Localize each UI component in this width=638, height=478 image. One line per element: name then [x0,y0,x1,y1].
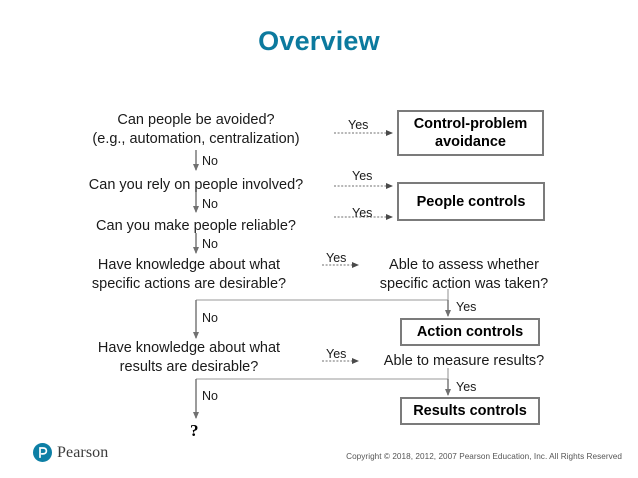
box-people-controls[interactable]: People controls [397,182,545,221]
edge-label-yes-rely-on-people: Yes [352,169,373,183]
pearson-logo: Pearson [33,443,108,462]
edge-label-no-rely-on-people: No [202,197,218,211]
edge-label-yes-know-results: Yes [326,347,347,361]
terminal-question-mark: ? [190,421,199,440]
edge-label-yes-make-reliable: Yes [352,206,373,220]
edge-label-no-make-reliable: No [202,237,218,251]
question-knowledge-about-specific-actions: Have knowledge about what specific actio… [91,257,287,292]
question-can-you-rely-on-people: Can you rely on people involved? [88,177,304,193]
edge-label-no-know-results: No [202,389,218,403]
page-title: Overview [258,26,380,56]
question-can-people-be-avoided: Can people be avoided? (e.g., automation… [92,112,300,147]
question-able-to-assess-action: Able to assess whether specific action w… [379,257,549,292]
pearson-p-icon [33,443,52,462]
box-action-controls[interactable]: Action controls [400,318,540,346]
edge-label-no-know-actions: No [202,311,218,325]
box-results-controls[interactable]: Results controls [400,397,540,425]
edge-label-yes-measure-results: Yes [456,380,477,394]
box-control-problem-avoidance[interactable]: Control-problem avoidance [397,110,544,156]
question-able-to-measure-results: Able to measure results? [383,353,545,369]
edge-label-no-avoid-people: No [202,154,218,168]
edge-label-yes-assess-action: Yes [456,300,477,314]
edge-label-yes-know-actions: Yes [326,251,347,265]
edge-label-yes-avoid-people: Yes [348,118,369,132]
question-knowledge-about-results: Have knowledge about what results are de… [97,340,281,375]
pearson-wordmark: Pearson [57,443,109,461]
copyright-notice: Copyright © 2018, 2012, 2007 Pearson Edu… [346,452,622,461]
question-can-you-make-people-reliable: Can you make people reliable? [96,218,296,234]
